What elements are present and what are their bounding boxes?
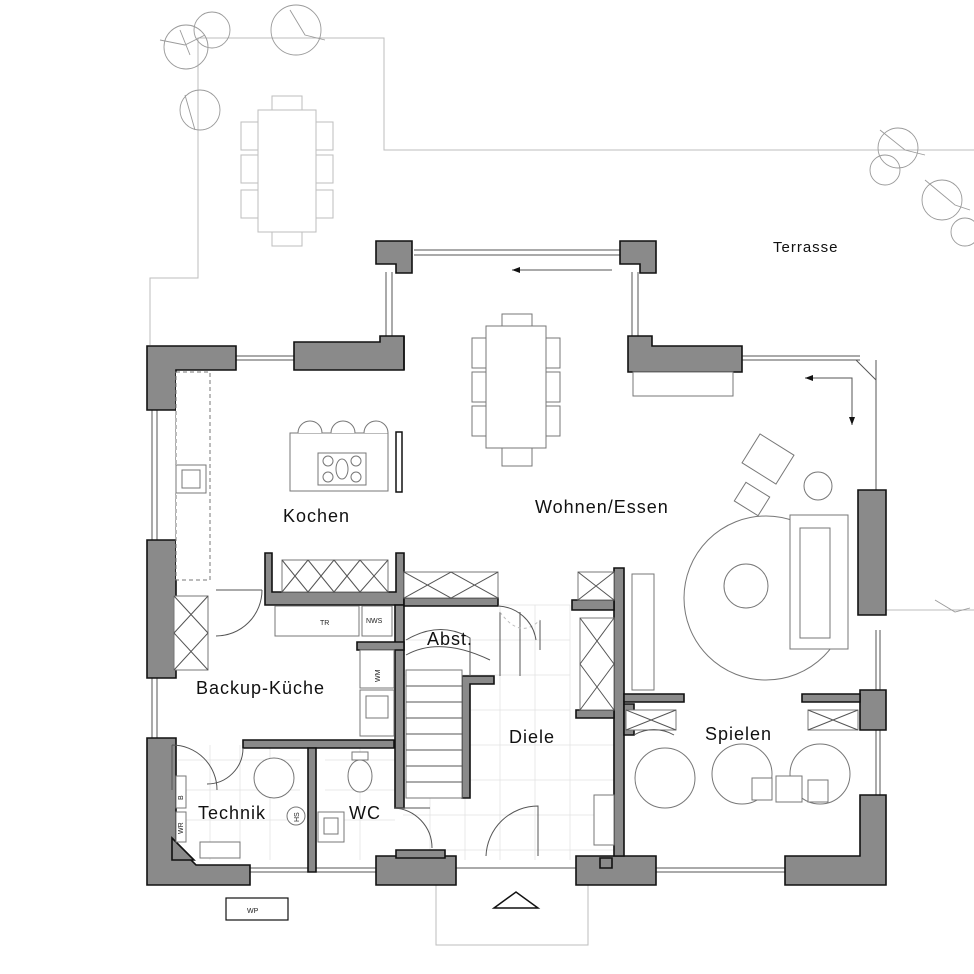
label-wr: WR — [178, 822, 185, 834]
cabinets — [173, 559, 859, 731]
terrace-outline — [149, 37, 974, 946]
entrance-marker — [491, 891, 541, 909]
label-backup-kueche: Backup-Küche — [196, 678, 325, 698]
label-wohnen-essen: Wohnen/Essen — [535, 497, 669, 517]
kitchen-counter — [175, 371, 211, 581]
living-furniture — [632, 371, 849, 681]
backup-kitchen-units — [274, 605, 395, 737]
label-nws: NWS — [366, 618, 383, 625]
label-wm: WM — [375, 669, 382, 682]
label-wp: WP — [247, 908, 259, 915]
label-technik: Technik — [198, 803, 266, 823]
label-diele: Diele — [509, 727, 555, 747]
label-b: B — [178, 795, 185, 800]
stairs — [405, 611, 541, 799]
heat-pump-box — [225, 897, 289, 921]
kitchen-island — [289, 420, 403, 493]
dining-table — [471, 313, 561, 467]
label-abst: Abst. — [427, 629, 473, 649]
play-furniture — [593, 743, 851, 846]
label-kochen: Kochen — [283, 506, 350, 526]
label-wc: WC — [349, 803, 381, 823]
doors[interactable] — [171, 589, 675, 857]
label-hs: HS — [294, 812, 301, 822]
terrace-dining-table — [240, 95, 334, 247]
label-tr: TR — [320, 620, 329, 627]
label-spielen: Spielen — [705, 724, 772, 744]
sanitary-fixtures — [175, 751, 373, 859]
sliding-arrows — [512, 267, 855, 425]
garden-plants — [159, 4, 974, 613]
label-terrasse: Terrasse — [773, 239, 839, 256]
